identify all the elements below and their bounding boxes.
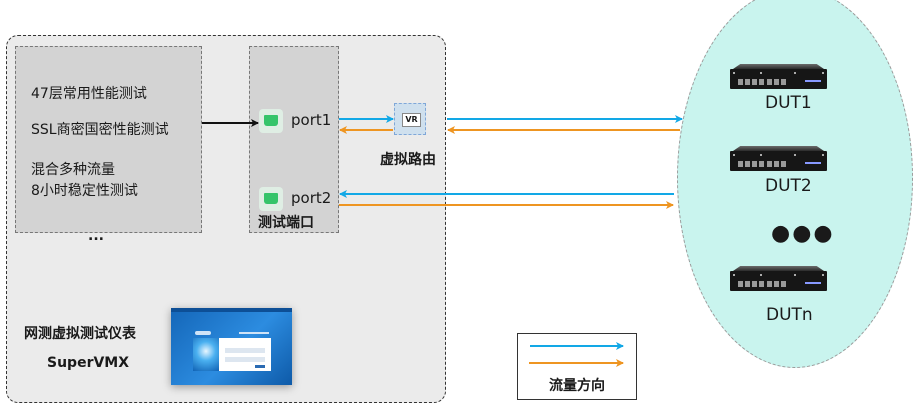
port2-label: port2 [291,189,332,207]
dut-device-icon [730,266,827,292]
ethernet-port-icon [259,187,283,211]
product-name: 网测虚拟测试仪表 [24,326,136,342]
app-login-screenshot [171,308,292,385]
port1-label: port1 [291,111,332,129]
dut-device-icon [730,64,827,90]
more-duts-ellipsis: ●●● [771,221,835,246]
test-ports-title: 测试端口 [258,215,314,231]
test-type-more: ... [88,228,104,244]
virtual-router-icon: VR [394,103,426,135]
ethernet-port-icon [259,109,283,133]
dut-device-icon [730,146,827,172]
dut-zone [677,0,913,368]
dut1-label: DUT1 [765,93,812,113]
virtual-router-label: 虚拟路由 [380,152,436,168]
dutn-label: DUTn [766,305,813,325]
test-type-item: SSL商密国密性能测试 [31,122,169,138]
test-types-panel [15,46,202,233]
test-type-item: 混合多种流量 [31,162,115,178]
test-type-item: 8小时稳定性测试 [31,183,138,199]
test-type-item: 47层常用性能测试 [31,86,147,102]
vr-tag: VR [402,113,421,127]
legend-label: 流量方向 [549,378,605,394]
dut2-label: DUT2 [765,176,812,196]
product-model: SuperVMX [47,355,130,371]
